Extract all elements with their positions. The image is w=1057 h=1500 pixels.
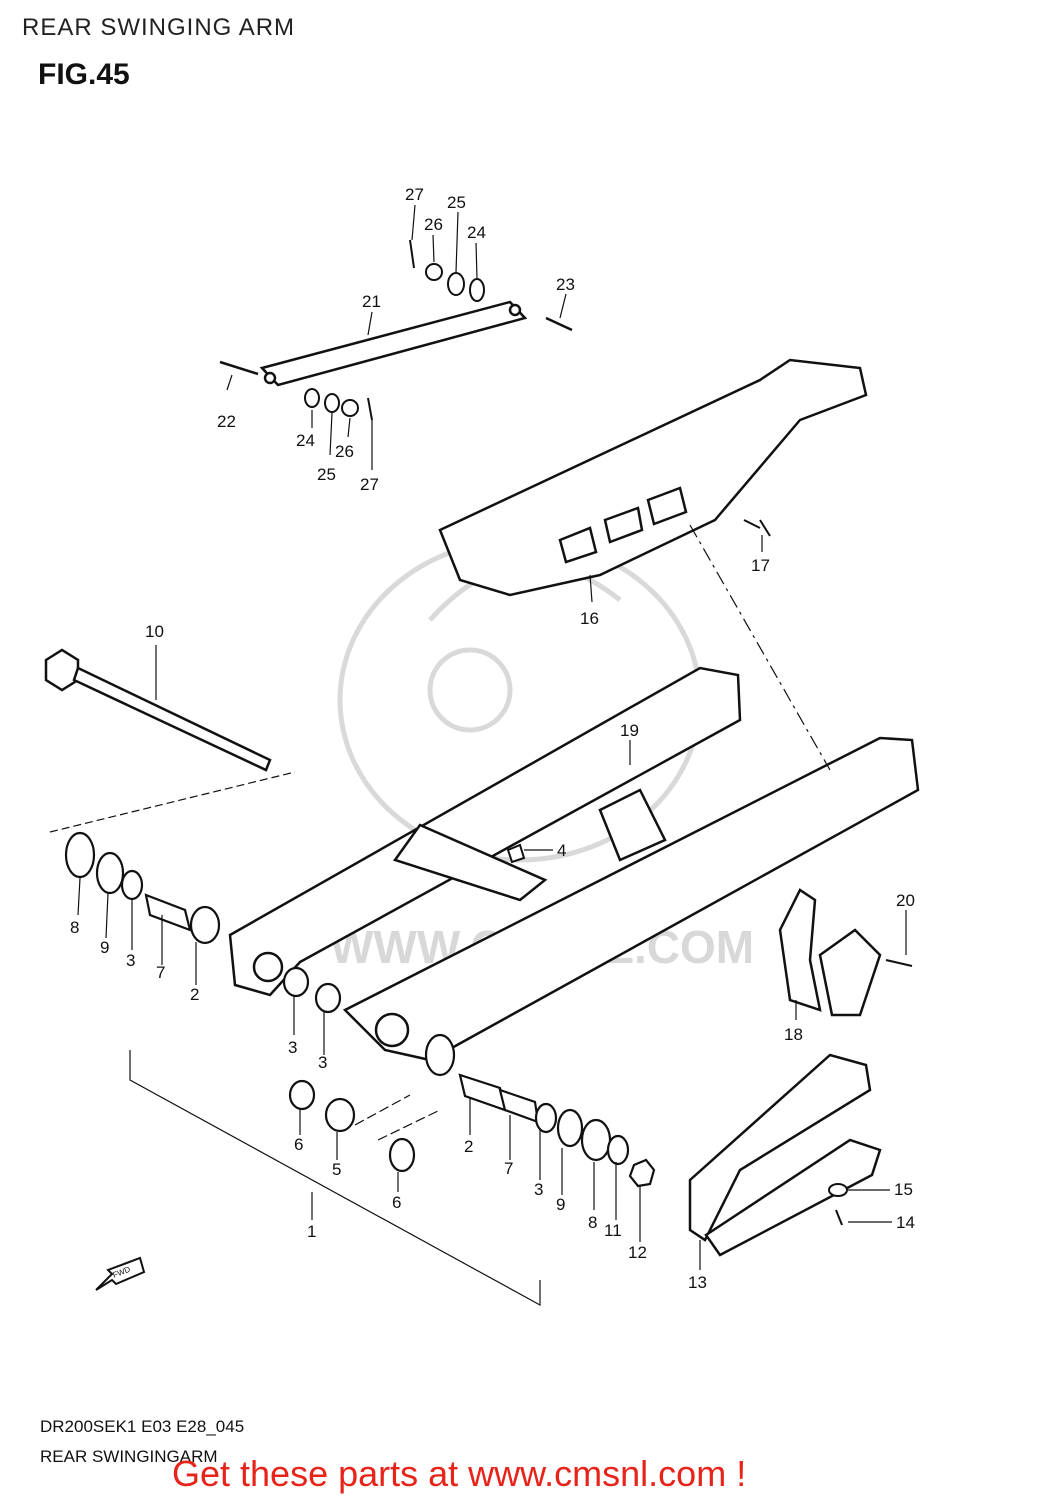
callout: 2 <box>464 1137 473 1156</box>
callout: 2 <box>190 985 199 1004</box>
torque-link <box>219 300 573 387</box>
callout: 27 <box>360 475 379 494</box>
callout: 17 <box>751 556 770 575</box>
callout: 1 <box>307 1222 316 1241</box>
small-hardware <box>304 239 913 1226</box>
callout: 3 <box>534 1180 543 1199</box>
callout: 7 <box>156 963 165 982</box>
figure-number: FIG.45 <box>38 58 130 91</box>
callout: 4 <box>557 841 566 860</box>
callout: 26 <box>335 442 354 461</box>
callout: 16 <box>580 609 599 628</box>
callout: 8 <box>70 918 79 937</box>
parts-link-banner[interactable]: Get these parts at www.cmsnl.com ! <box>172 1453 747 1494</box>
callout: 6 <box>392 1193 401 1212</box>
page-title: REAR SWINGING ARM <box>22 14 296 41</box>
fwd-arrow: FWD <box>95 1256 146 1291</box>
callout: 27 <box>405 185 424 204</box>
callout: 21 <box>362 292 381 311</box>
callout: 9 <box>100 938 109 957</box>
callout: 15 <box>894 1180 913 1199</box>
callout: 13 <box>688 1273 707 1292</box>
callout: 11 <box>604 1221 622 1240</box>
callout: 25 <box>317 465 336 484</box>
callout: 23 <box>556 275 575 294</box>
chain-guide-bracket <box>778 888 882 1017</box>
callout: 3 <box>126 951 135 970</box>
diagram-caption: REAR SWINGINGARM <box>40 1447 218 1466</box>
callout: 19 <box>620 721 639 740</box>
callout: 10 <box>145 622 164 641</box>
callout: 8 <box>588 1213 597 1232</box>
callout: 6 <box>294 1135 303 1154</box>
bushings-right <box>288 1033 656 1188</box>
callout: 22 <box>217 412 236 431</box>
callout: 9 <box>556 1195 565 1214</box>
diagram-code: DR200SEK1 E03 E28_045 <box>40 1417 245 1436</box>
callout: 24 <box>296 431 315 450</box>
callout: 25 <box>447 193 466 212</box>
callout: 20 <box>896 891 915 910</box>
callout: 12 <box>628 1243 647 1262</box>
callout: 7 <box>504 1159 513 1178</box>
callout: 5 <box>332 1160 341 1179</box>
leader-lines <box>49 204 907 1307</box>
chain-slider <box>688 1053 882 1257</box>
pivot-bolt <box>44 648 272 772</box>
chain-guard <box>438 358 868 597</box>
bushings-left <box>64 831 342 1014</box>
callout: 14 <box>896 1213 915 1232</box>
callout: 18 <box>784 1025 803 1044</box>
callout: 26 <box>424 215 443 234</box>
callout: 24 <box>467 223 486 242</box>
callout: 3 <box>288 1038 297 1057</box>
callout: 3 <box>318 1053 327 1072</box>
swing-arm-frame <box>228 666 920 1062</box>
callout-labels: 27 26 25 24 23 21 22 24 25 26 27 17 16 1… <box>70 185 915 1292</box>
